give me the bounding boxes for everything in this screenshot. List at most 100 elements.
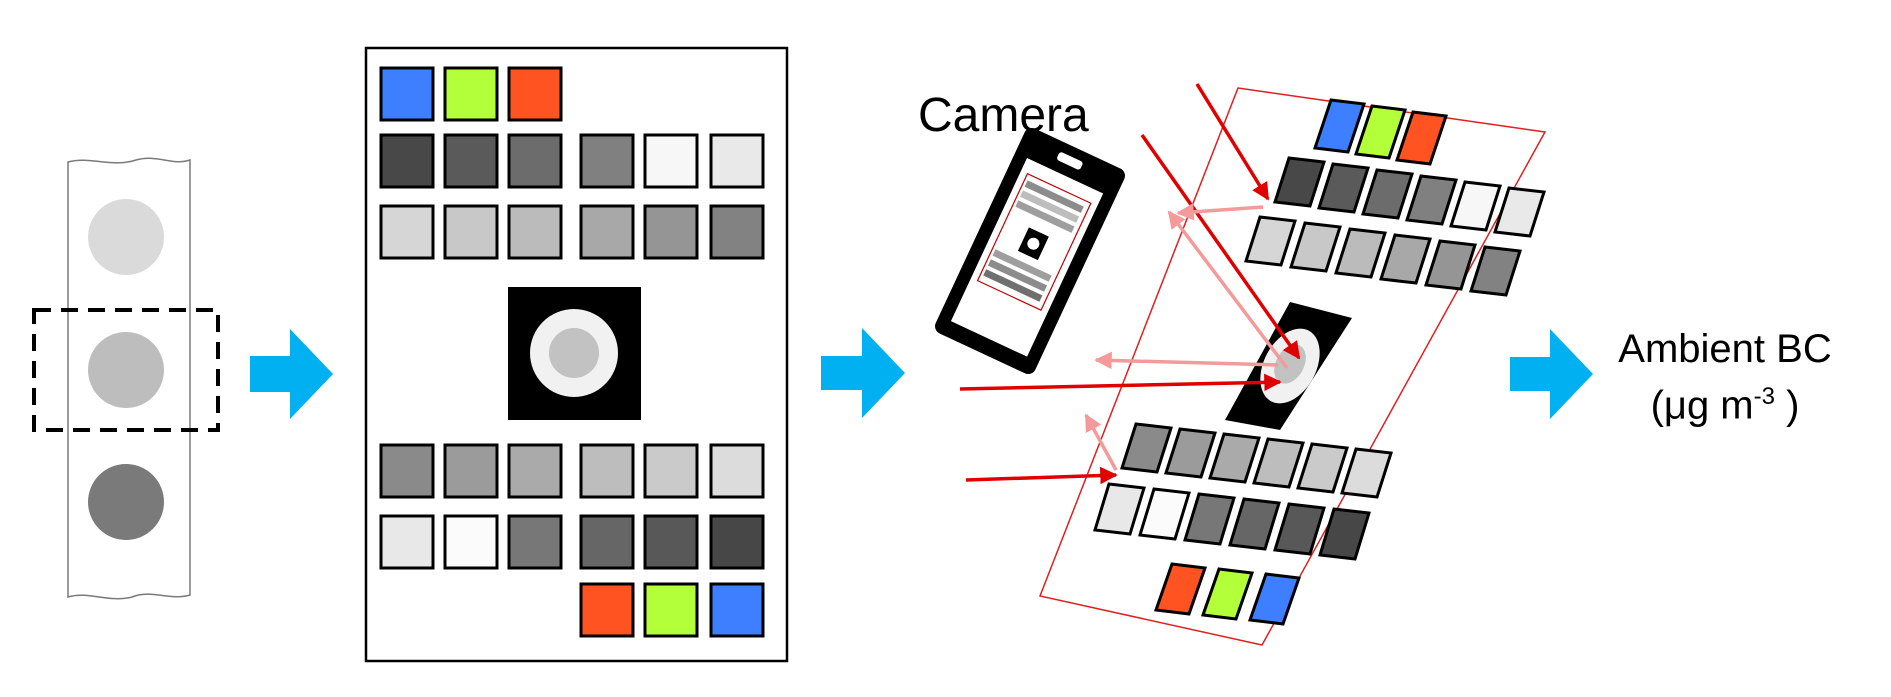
swatch-gray — [379, 204, 435, 260]
tilted-swatch-gray — [1120, 422, 1173, 474]
swatch-gray — [379, 514, 435, 570]
card-swatch-grid — [379, 66, 765, 638]
tilted-swatch-gray — [1138, 487, 1191, 541]
camera-label: Camera — [918, 89, 1089, 142]
swatch-gray — [709, 133, 765, 189]
swatch-gray — [507, 133, 563, 189]
ambient-bc-title: Ambient BC — [1618, 327, 1832, 371]
incident-ray — [1140, 133, 1301, 360]
tilted-swatch-gray — [1252, 437, 1305, 489]
camera-lens-icon — [1055, 150, 1085, 172]
tilted-swatch-gray — [1228, 497, 1281, 551]
tilted-swatch-gray — [1244, 215, 1297, 267]
swatch-gray — [579, 133, 635, 189]
tilted-swatch-gray — [1361, 168, 1414, 220]
incident-ray — [959, 373, 1282, 392]
tilted-swatch-color — [1200, 567, 1255, 621]
screen-preview-row — [1020, 190, 1080, 223]
swatch-color — [579, 582, 635, 638]
tilted-swatch-gray — [1273, 156, 1326, 208]
swatch-gray — [579, 514, 635, 570]
swatch-color — [709, 582, 765, 638]
screen-preview-ring — [1027, 237, 1040, 250]
swatch-gray — [643, 514, 699, 570]
swatch-color — [443, 66, 499, 122]
tilted-swatch-gray — [1208, 432, 1261, 484]
flow-arrow-1 — [250, 329, 333, 419]
swatch-gray — [507, 204, 563, 260]
flow-arrow-3 — [1510, 329, 1593, 419]
ambient-bc-label: Ambient BC (μg m-3 ) — [1600, 325, 1850, 429]
tilted-swatch-color — [1153, 562, 1208, 616]
tilted-swatch-color — [1394, 110, 1449, 166]
tilted-swatch-gray — [1340, 447, 1393, 499]
incident-ray — [1195, 83, 1270, 201]
unit-prefix: (μg m — [1650, 383, 1754, 428]
tilted-swatch-gray — [1405, 174, 1458, 226]
incident-ray — [965, 466, 1118, 485]
filter-tape — [32, 157, 220, 600]
tilted-swatch-grid — [1093, 98, 1546, 626]
swatch-gray — [507, 443, 563, 499]
tilted-swatch-gray — [1379, 233, 1432, 285]
tilted-swatch-gray — [1424, 239, 1477, 291]
screen-preview-row — [1024, 180, 1084, 213]
tilted-swatch-gray — [1273, 502, 1326, 556]
tilted-swatch-gray — [1318, 507, 1371, 561]
tilted-swatch-gray — [1334, 227, 1387, 279]
flow-arrow-2 — [821, 328, 905, 418]
screen-preview-row — [992, 249, 1052, 282]
swatch-gray — [709, 443, 765, 499]
ambient-bc-unit: (μg m-3 ) — [1600, 373, 1850, 429]
screen-preview-row — [1015, 200, 1075, 233]
tilted-swatch-color — [1353, 104, 1408, 160]
tilted-swatch-gray — [1183, 492, 1236, 546]
swatch-gray — [579, 443, 635, 499]
tilted-swatch-gray — [1289, 221, 1342, 273]
tilted-swatch-color — [1247, 572, 1302, 626]
swatch-gray — [443, 133, 499, 189]
swatch-gray — [709, 514, 765, 570]
smartphone-camera — [935, 127, 1125, 375]
filter-spot-light — [88, 199, 164, 275]
unit-suffix: ) — [1774, 383, 1800, 428]
tilted-swatch-gray — [1317, 162, 1370, 214]
light-rays — [959, 83, 1301, 485]
reflected-ray — [1084, 413, 1118, 471]
reflected-ray — [1094, 351, 1279, 370]
swatch-gray — [643, 133, 699, 189]
selection-box — [32, 308, 220, 432]
reflected-ray — [1167, 210, 1289, 370]
swatch-gray — [643, 204, 699, 260]
swatch-gray — [579, 204, 635, 260]
unit-exponent: -3 — [1753, 383, 1775, 410]
swatch-color — [379, 66, 435, 122]
screen-preview-row — [983, 269, 1043, 302]
swatch-gray — [443, 204, 499, 260]
sample-spot — [549, 328, 599, 378]
tilted-color-card — [1038, 87, 1547, 646]
tilted-swatch-gray — [1164, 427, 1217, 479]
swatch-gray — [709, 204, 765, 260]
tilted-swatch-gray — [1449, 180, 1502, 232]
swatch-color — [507, 66, 563, 122]
tilted-swatch-gray — [1296, 442, 1349, 494]
color-reference-card — [364, 46, 789, 663]
swatch-gray — [443, 443, 499, 499]
swatch-gray — [643, 443, 699, 499]
swatch-color — [643, 582, 699, 638]
swatch-gray — [507, 514, 563, 570]
reflected-ray — [1176, 203, 1264, 221]
filter-spot-dark — [88, 464, 164, 540]
tilted-swatch-color — [1312, 98, 1367, 154]
tilted-swatch-gray — [1093, 482, 1146, 536]
filter-spot-medium — [88, 332, 164, 408]
tilted-swatch-gray — [1469, 245, 1522, 297]
swatch-gray — [443, 514, 499, 570]
screen-preview-row — [987, 259, 1048, 292]
tilted-swatch-gray — [1493, 186, 1546, 238]
swatch-gray — [379, 133, 435, 189]
swatch-gray — [379, 443, 435, 499]
